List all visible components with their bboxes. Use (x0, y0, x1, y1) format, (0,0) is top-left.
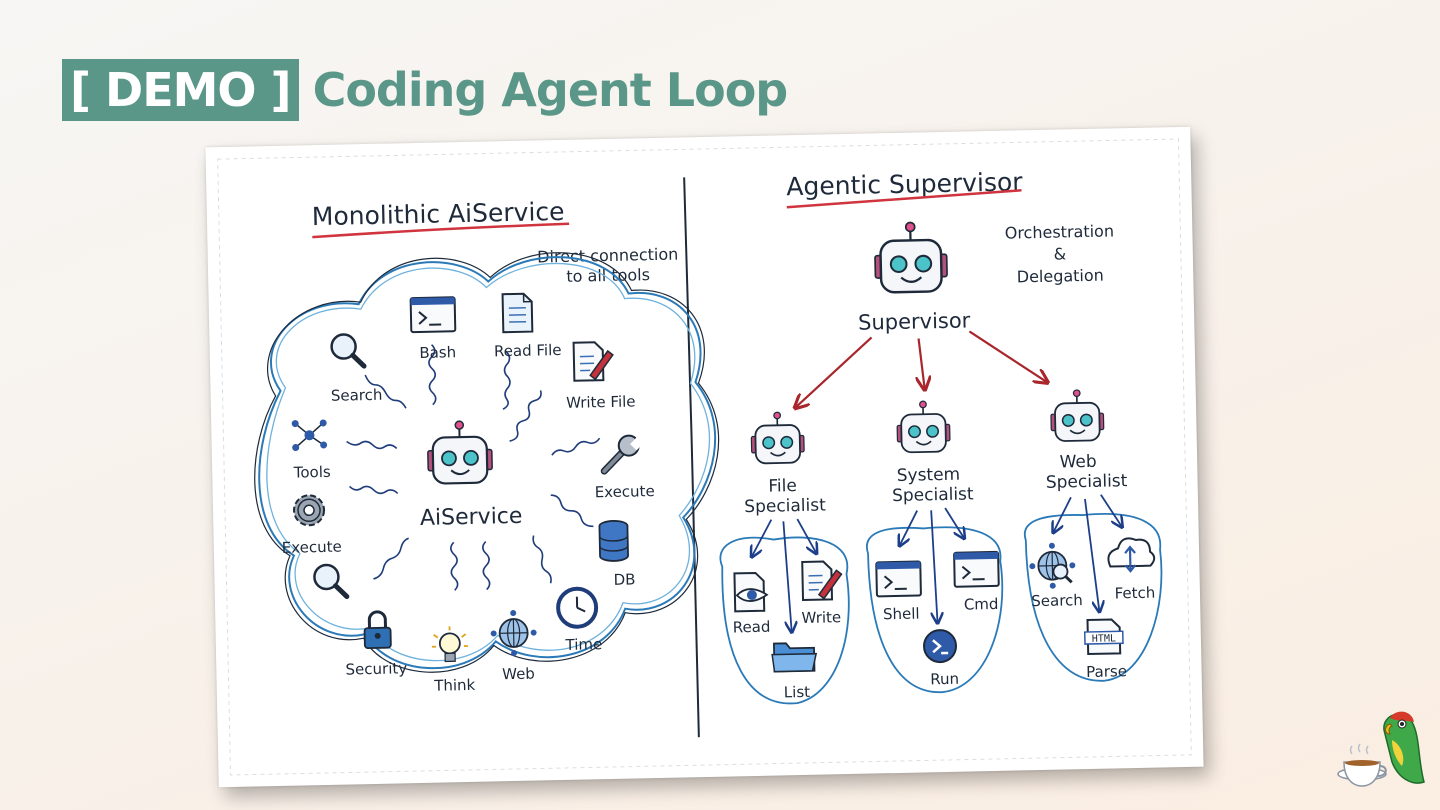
tool-label-security: Security (345, 659, 407, 678)
cloud-sync-icon (1106, 536, 1156, 573)
page-title: Coding Agent Loop (312, 63, 789, 117)
web-tool-parse: Parse (1086, 662, 1127, 681)
system-tool-shell: Shell (883, 605, 920, 624)
globe-network-icon (489, 608, 539, 658)
left-panel: Monolithic AiService Direct connection t… (254, 197, 720, 695)
terminal-icon (409, 296, 457, 334)
web-specialist-label-line2: Specialist (1046, 471, 1128, 493)
system-tool-cmd: Cmd (964, 595, 999, 614)
system-specialist-label-line1: System (897, 465, 961, 486)
padlock-icon (362, 610, 393, 650)
tool-label-tools: Tools (293, 463, 332, 482)
document-icon (501, 292, 534, 334)
left-title-underline (312, 222, 570, 239)
folder-icon (771, 641, 818, 673)
aiservice-robot-icon (426, 419, 494, 485)
orchestration-note-amp: & (1053, 244, 1066, 263)
delegation-note: Delegation (1017, 266, 1104, 287)
delegation-arrows (794, 330, 1046, 407)
right-panel: Agentic Supervisor Orchestration & Deleg… (719, 167, 1163, 705)
supervisor-label: Supervisor (858, 308, 971, 334)
tool-label-read-file: Read File (494, 341, 562, 360)
tool-label-execute-left: Execute (282, 538, 342, 557)
clock-icon (558, 588, 597, 627)
orchestration-note: Orchestration (1005, 221, 1115, 242)
gear-icon (292, 493, 326, 527)
file-specialist-label-line1: File (768, 476, 797, 497)
tool-label-write-file: Write File (566, 392, 636, 411)
tool-cloud (254, 252, 720, 673)
network-nodes-icon (290, 418, 329, 452)
system-specialist-robot-icon (895, 399, 952, 454)
database-icon (598, 519, 630, 563)
tool-label-search: Search (331, 386, 383, 405)
architecture-diagram: HTML Monolithic AiService Direct connect… (217, 138, 1192, 776)
aiservice-label: AiService (420, 504, 523, 531)
demo-tag: [ DEMO ] (62, 59, 299, 121)
web-specialist: Web Specialist Search Fetch Parse (1023, 388, 1163, 682)
html-document-icon (1083, 618, 1125, 656)
web-specialist-label-line1: Web (1059, 452, 1096, 473)
squiggle-connectors (346, 344, 601, 591)
supervisor-robot-icon (873, 220, 949, 294)
tool-label-web: Web (502, 665, 535, 684)
wrench-icon (604, 435, 645, 471)
direct-connection-note: Direct connection (537, 245, 679, 267)
tool-label-db: DB (613, 570, 635, 588)
parrot-teacup-mascot-icon (1337, 711, 1425, 787)
web-tool-fetch: Fetch (1114, 584, 1155, 603)
edit-document-icon (801, 560, 844, 601)
system-tool-run: Run (930, 670, 959, 689)
file-specialist-label-line2: Specialist (744, 495, 826, 517)
file-tool-list: List (784, 683, 811, 702)
right-panel-title: Agentic Supervisor (786, 167, 1023, 201)
tool-label-think: Think (433, 676, 476, 695)
file-specialist-robot-icon (749, 410, 806, 465)
system-specialist-label-line2: Specialist (892, 484, 974, 506)
right-title-underline (786, 189, 1022, 209)
system-specialist: System Specialist Shell Cmd Run (866, 399, 1004, 693)
powershell-icon (922, 628, 958, 664)
terminal-icon (875, 560, 922, 598)
file-specialist: File Specialist Read Write List (719, 410, 850, 705)
globe-search-icon (1027, 541, 1077, 591)
eye-document-icon (733, 571, 769, 613)
file-tool-read: Read (733, 618, 771, 637)
tool-label-bash: Bash (419, 343, 456, 362)
tool-label-time: Time (564, 635, 602, 654)
magnifier-icon (314, 565, 347, 598)
tool-label-execute-right: Execute (595, 482, 655, 501)
edit-document-icon (572, 340, 615, 382)
diagram-card: HTML Monolithic AiService Direct connect… (205, 126, 1204, 788)
web-specialist-robot-icon (1049, 388, 1105, 443)
web-tool-search: Search (1031, 591, 1083, 610)
panel-divider (683, 177, 700, 738)
direct-connection-note-line2: to all tools (566, 265, 650, 286)
magnifier-icon (331, 334, 364, 367)
slide-title: [ DEMO ] Coding Agent Loop (62, 58, 789, 122)
command-terminal-icon (953, 550, 1000, 588)
file-tool-write: Write (801, 608, 841, 627)
